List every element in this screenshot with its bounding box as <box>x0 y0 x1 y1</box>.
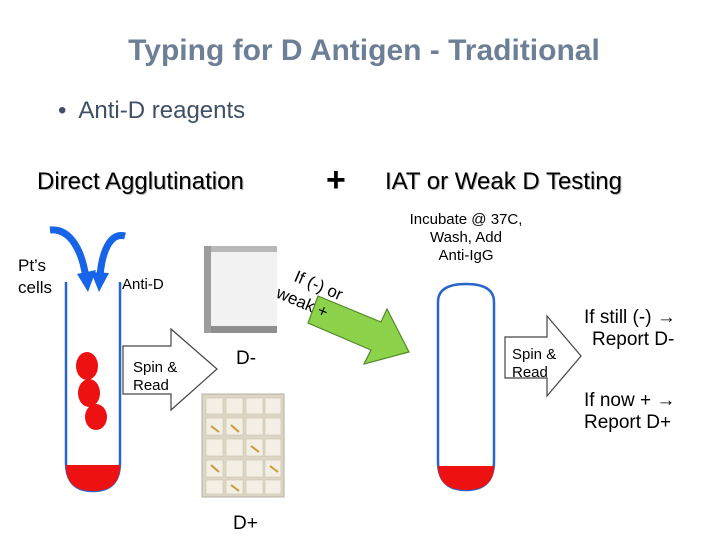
right-test-tube <box>436 282 496 492</box>
d-negative-label: D- <box>236 348 257 369</box>
red-cell-2 <box>78 379 100 407</box>
header-direct-agglutination: Direct Agglutination <box>37 168 244 195</box>
bullet-dot-icon: • <box>58 97 67 124</box>
red-cell-3 <box>85 404 107 430</box>
spin-read-arrow-right-icon <box>504 314 582 398</box>
blue-arrow-anti-d-icon <box>96 232 126 277</box>
pts-cells-label: Pt’s cells <box>18 256 53 297</box>
header-iat-weak-d: IAT or Weak D Testing <box>385 168 622 195</box>
left-tube-red-pellet <box>66 465 120 491</box>
spin-read-right-label: Spin & Read <box>512 346 557 381</box>
anti-d-label: Anti-D <box>122 276 164 293</box>
green-arrow-icon <box>307 295 410 365</box>
bullet-anti-d-reagents: • Anti-D reagents <box>58 97 245 125</box>
result-now-positive: If now + → Report D+ <box>584 390 676 433</box>
blue-arrow-cells-icon <box>49 226 90 279</box>
result-still-negative: If still (-) → Report D- <box>584 307 676 350</box>
left-test-tube <box>64 282 122 493</box>
d-positive-photo <box>201 393 285 498</box>
d-positive-label: D+ <box>233 513 258 534</box>
spin-read-arrow-left-icon <box>122 327 218 412</box>
incubate-instructions: Incubate @ 37C, Wash, Add Anti-IgG <box>409 211 523 264</box>
slide-title: Typing for D Antigen - Traditional <box>128 34 600 67</box>
d-negative-photo <box>204 246 277 333</box>
red-cell-1 <box>76 352 98 380</box>
plus-sign: + <box>326 161 346 199</box>
bullet-text: Anti-D reagents <box>78 97 246 124</box>
spin-read-left-label: Spin & Read <box>133 359 178 394</box>
right-tube-red-pellet <box>438 466 494 490</box>
